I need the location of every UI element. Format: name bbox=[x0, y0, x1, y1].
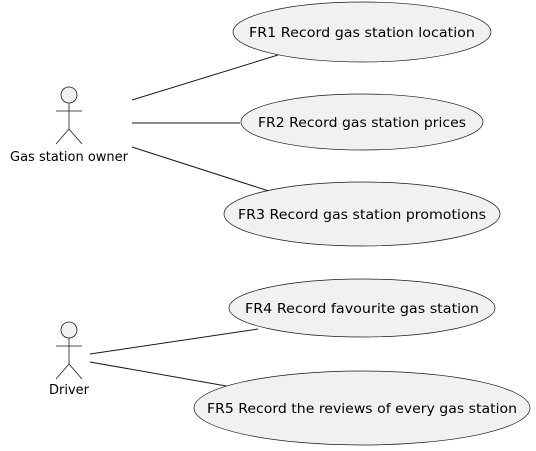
use-case-fr5: FR5 Record the reviews of every gas stat… bbox=[193, 370, 531, 446]
use-case-label: FR5 Record the reviews of every gas stat… bbox=[207, 402, 517, 417]
use-case-label: FR2 Record gas station prices bbox=[258, 116, 466, 131]
association-owner-fr3 bbox=[131, 146, 276, 194]
use-case-fr1: FR1 Record gas station location bbox=[232, 1, 492, 63]
use-case-ellipse bbox=[240, 93, 484, 151]
actor-head bbox=[60, 86, 78, 104]
use-case-ellipse bbox=[223, 181, 501, 247]
association-driver-fr4 bbox=[89, 328, 259, 355]
use-case-fr4: FR4 Record favourite gas station bbox=[228, 278, 496, 338]
use-case-ellipse bbox=[232, 1, 492, 63]
use-case-label: FR1 Record gas station location bbox=[249, 26, 475, 41]
use-case-label: FR3 Record gas station promotions bbox=[238, 208, 486, 223]
association-owner-fr1 bbox=[131, 54, 279, 101]
actor-head bbox=[60, 321, 78, 339]
actor-label: Driver bbox=[49, 383, 90, 398]
actor-right-leg bbox=[68, 363, 83, 380]
actor-label: Gas station owner bbox=[10, 150, 129, 165]
association-driver-fr5 bbox=[89, 361, 233, 388]
actor-left-leg bbox=[55, 363, 70, 380]
use-case-ellipse bbox=[193, 370, 531, 446]
use-case-fr2: FR2 Record gas station prices bbox=[240, 93, 484, 151]
actor-left-leg bbox=[55, 128, 70, 145]
actor-right-leg bbox=[68, 128, 83, 145]
actor-gas-station-owner: Gas station owner bbox=[10, 86, 129, 165]
use-case-label: FR4 Record favourite gas station bbox=[245, 302, 479, 317]
use-case-ellipse bbox=[228, 278, 496, 338]
associations bbox=[89, 54, 279, 388]
use-case-fr3: FR3 Record gas station promotions bbox=[223, 181, 501, 247]
actor-driver: Driver bbox=[49, 321, 90, 398]
